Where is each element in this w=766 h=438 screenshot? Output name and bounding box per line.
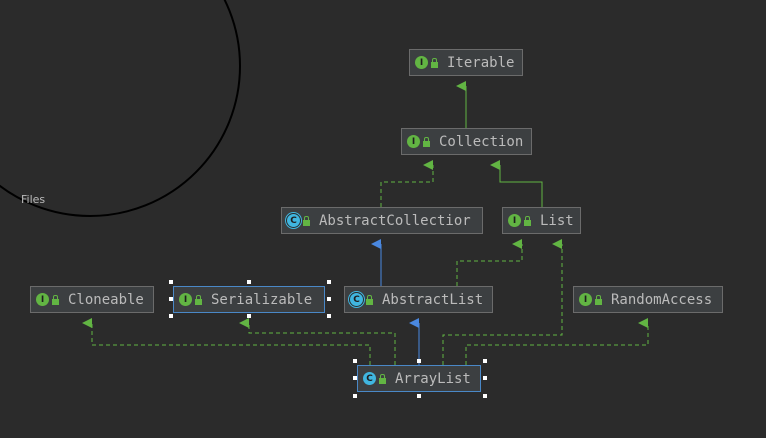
lock-icon (366, 294, 373, 305)
node-label: Cloneable (68, 291, 144, 308)
magnifier-files-label: Files (21, 193, 46, 206)
selection-handle[interactable] (353, 376, 357, 380)
node-serializable[interactable]: I Serializable (173, 286, 325, 313)
node-abstract-collection[interactable]: C AbstractCollectior (281, 207, 483, 234)
interface-icon: I (415, 56, 428, 69)
selection-handle[interactable] (247, 280, 251, 284)
selection-handle[interactable] (353, 359, 357, 363)
node-label: AbstractList (382, 291, 484, 308)
node-label: ArrayList (395, 370, 471, 387)
edge-arraylist-list (442, 239, 563, 365)
selection-handle[interactable] (247, 314, 251, 318)
node-label: AbstractCollectior (319, 212, 471, 229)
lock-icon (431, 57, 438, 68)
interface-icon: I (36, 293, 49, 306)
edge-arraylist-randomaccess (465, 318, 649, 365)
edge-abstractlist-list (456, 239, 523, 286)
node-label: Serializable (211, 291, 313, 308)
selection-handle[interactable] (483, 376, 487, 380)
lock-icon (595, 294, 602, 305)
node-collection[interactable]: I Collection (401, 128, 532, 155)
lock-icon (423, 136, 430, 147)
selection-handle[interactable] (327, 297, 331, 301)
node-abstract-list[interactable]: C AbstractList (344, 286, 493, 313)
abstract-class-icon: C (350, 293, 363, 306)
lock-icon (303, 215, 310, 226)
selection-handle[interactable] (169, 297, 173, 301)
selection-handle[interactable] (169, 280, 173, 284)
selection-handle[interactable] (353, 394, 357, 398)
selection-handle[interactable] (327, 280, 331, 284)
selection-handle[interactable] (327, 314, 331, 318)
node-label: List (540, 212, 574, 229)
interface-icon: I (179, 293, 192, 306)
magnifier-lens (0, 0, 241, 217)
selection-handle[interactable] (417, 359, 421, 363)
node-iterable[interactable]: I Iterable (409, 49, 523, 76)
interface-icon: I (407, 135, 420, 148)
lock-icon (195, 294, 202, 305)
node-label: Iterable (447, 54, 515, 71)
selection-handle[interactable] (417, 394, 421, 398)
node-array-list[interactable]: C ArrayList (357, 365, 481, 392)
interface-icon: I (579, 293, 592, 306)
selection-handle[interactable] (483, 394, 487, 398)
lock-icon (524, 215, 531, 226)
class-icon: C (363, 372, 376, 385)
edge-abstractcollection-collection (380, 160, 434, 207)
edge-list-collection (490, 160, 543, 207)
edge-arraylist-cloneable (82, 318, 371, 365)
node-random-access[interactable]: I RandomAccess (573, 286, 723, 313)
lock-icon (379, 373, 386, 384)
selection-handle[interactable] (483, 359, 487, 363)
interface-icon: I (508, 214, 521, 227)
lock-icon (52, 294, 59, 305)
node-label: Collection (439, 133, 524, 150)
node-label: RandomAccess (611, 291, 713, 308)
node-list[interactable]: I List (502, 207, 581, 234)
selection-handle[interactable] (169, 314, 173, 318)
abstract-class-icon: C (287, 214, 300, 227)
node-cloneable[interactable]: I Cloneable (30, 286, 154, 313)
edge-arraylist-serializable (239, 318, 396, 365)
